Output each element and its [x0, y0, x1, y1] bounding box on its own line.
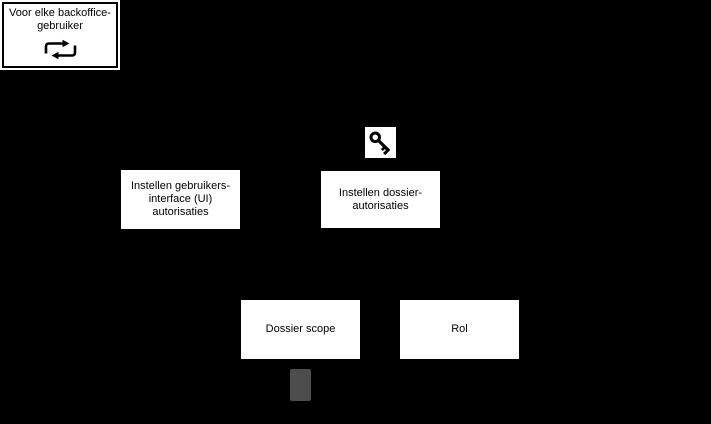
- node-instellen-dossier-autorisaties[interactable]: Instellen dossier- autorisaties: [321, 171, 440, 228]
- key-icon-box[interactable]: [365, 127, 396, 158]
- loop-arrows-icon: [44, 39, 76, 60]
- node-dossier-scope[interactable]: Dossier scope: [241, 300, 360, 359]
- gray-marker-shape[interactable]: [290, 369, 311, 401]
- node-ui-auth-label: Instellen gebruikers- interface (UI) aut…: [130, 180, 231, 218]
- node-dossier-auth-label: Instellen dossier- autorisaties: [338, 186, 423, 212]
- node-rol-label: Rol: [451, 323, 468, 335]
- node-rol[interactable]: Rol: [400, 300, 519, 359]
- key-icon: [369, 131, 390, 155]
- node-foreach-backoffice-user[interactable]: Voor elke backoffice- gebruiker: [2, 2, 118, 68]
- node-dossier-scope-label: Dossier scope: [265, 323, 336, 335]
- node-foreach-label: Voor elke backoffice- gebruiker: [9, 7, 111, 32]
- node-instellen-ui-autorisaties[interactable]: Instellen gebruikers- interface (UI) aut…: [121, 170, 240, 229]
